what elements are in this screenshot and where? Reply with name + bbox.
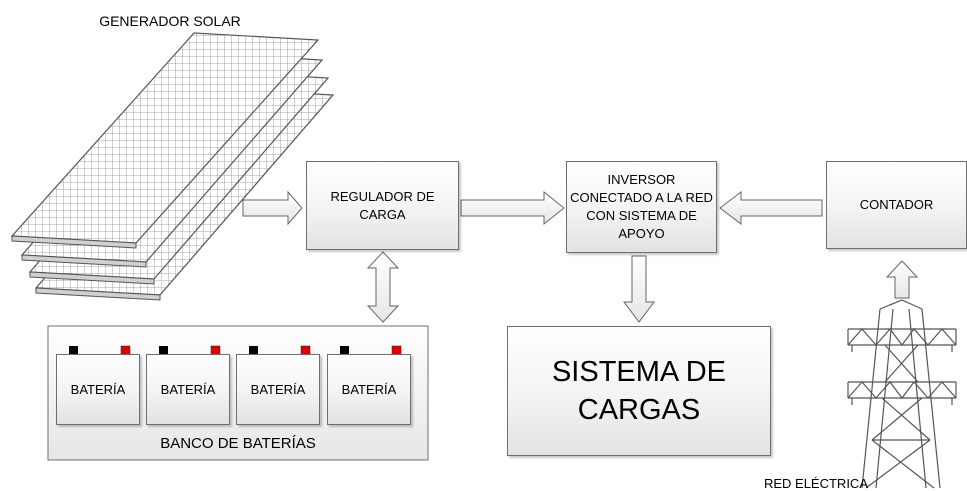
battery-label: BATERÍA bbox=[160, 381, 216, 397]
terminal-negative bbox=[249, 346, 258, 355]
grid-label: RED ELÉCTRICA bbox=[763, 476, 868, 491]
terminal-negative bbox=[340, 346, 349, 355]
regulador-box: REGULADOR DE CARGA bbox=[306, 161, 459, 250]
regulador-label: REGULADOR DE CARGA bbox=[330, 188, 435, 222]
battery-terminals bbox=[69, 345, 402, 356]
terminal-negative bbox=[159, 346, 168, 355]
terminal-negative bbox=[69, 346, 78, 355]
solar-generator-icon bbox=[10, 32, 335, 301]
battery-bank-label: BANCO DE BATERÍAS bbox=[160, 435, 316, 452]
contador-box: CONTADOR bbox=[826, 161, 967, 249]
contador-label: CONTADOR bbox=[859, 197, 934, 212]
battery: BATERÍA bbox=[327, 354, 411, 425]
electric-tower-icon bbox=[847, 299, 957, 489]
inversor-box: INVERSOR CONECTADO A LA RED CON SISTEMA … bbox=[566, 161, 717, 253]
arrow-regulador-to-inversor bbox=[460, 190, 565, 226]
battery: BATERÍA bbox=[146, 354, 230, 425]
battery-label: BATERÍA bbox=[341, 381, 397, 397]
arrow-contador-to-inversor bbox=[719, 190, 823, 226]
solar-panel bbox=[10, 32, 320, 249]
battery: BATERÍA bbox=[236, 354, 320, 425]
arrow-red-to-contador bbox=[885, 260, 919, 299]
arrow-regulador-banco bbox=[366, 251, 400, 323]
battery-label: BATERÍA bbox=[70, 381, 126, 397]
arrow-inversor-to-sistema bbox=[623, 255, 655, 323]
battery-label: BATERÍA bbox=[250, 381, 306, 397]
battery: BATERÍA bbox=[56, 354, 140, 425]
sistema-cargas-box: SISTEMA DE CARGAS bbox=[507, 326, 771, 456]
arrow-solar-to-regulador bbox=[242, 190, 303, 226]
sistema-cargas-label: SISTEMA DE CARGAS bbox=[551, 356, 727, 426]
inversor-label: INVERSOR CONECTADO A LA RED CON SISTEMA … bbox=[570, 172, 713, 241]
solar-generator-label: GENERADOR SOLAR bbox=[99, 13, 241, 29]
